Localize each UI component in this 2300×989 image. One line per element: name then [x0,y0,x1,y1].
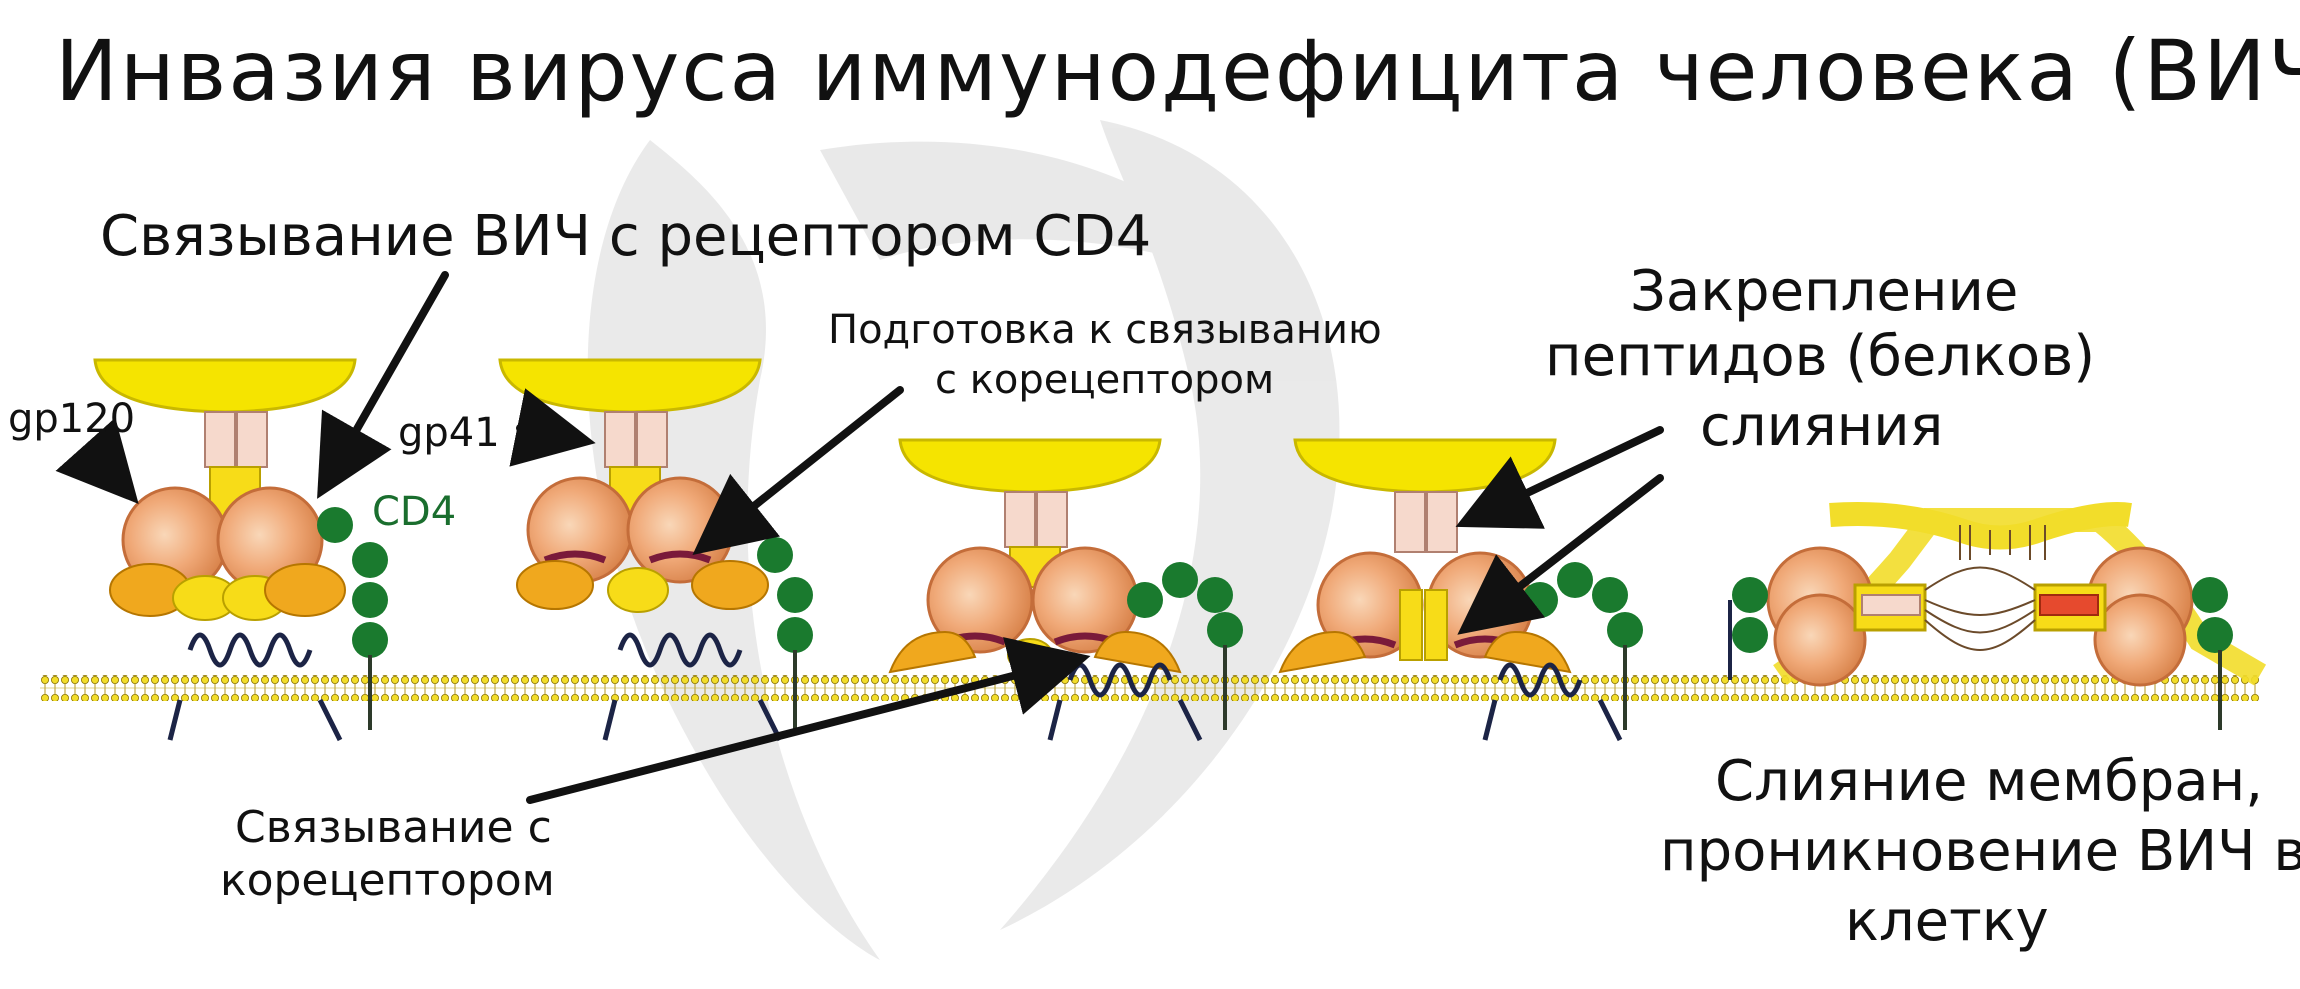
cd4-receptor-1 [317,507,388,730]
annotation-arrows [55,271,1664,804]
arrow-gp120 [55,417,139,504]
label-anchor-line3: слияния [1700,394,1943,459]
label-cd4-binding: Связывание ВИЧ с рецептором CD4 [100,204,1151,269]
stage-5-fusion [1728,502,2267,730]
label-gp120: gp120 [8,396,135,442]
label-anchor-line2: пептидов (белков) [1545,324,2095,389]
label-prep-line1: Подготовка к связыванию [828,307,1382,353]
arrow-anchor-2 [1457,474,1664,635]
label-fusion-line2: проникновение ВИЧ в [1660,819,2300,884]
label-cd4: CD4 [372,489,456,535]
stage-1-cd4-binding [93,358,388,742]
label-anchor-line1: Закрепление [1630,259,2018,324]
label-coreceptor-line1: Связывание с [235,802,552,853]
label-coreceptor-line2: корецептором [220,855,555,906]
label-gp41: gp41 [398,410,500,456]
stage-4-anchoring [1278,438,1643,742]
arrow-gp41 [509,388,596,467]
label-prep-line2: с корецептором [935,357,1274,403]
page-title: Инвазия вируса иммунодефицита человека (… [55,22,2300,120]
label-fusion-line1: Слияние мембран, [1715,749,2263,814]
arrow-cd4-binding [317,271,449,499]
label-fusion-line3: клетку [1845,889,2049,954]
arrow-coreceptor [526,637,1091,804]
arrow-prep [692,386,904,555]
cell-membrane [40,675,2260,701]
arrow-anchor-1 [1455,426,1664,529]
coreceptor-1 [167,632,343,742]
